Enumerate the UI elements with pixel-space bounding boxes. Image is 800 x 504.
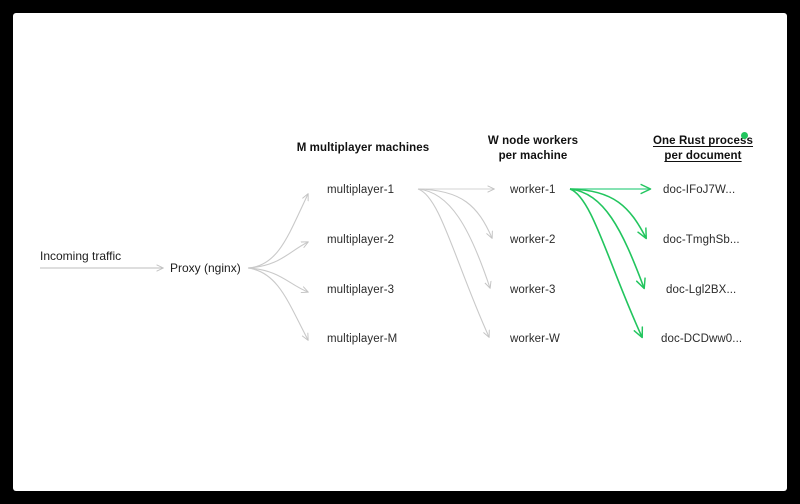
diagram-canvas [13, 13, 787, 491]
node-document-2[interactable]: doc-TmghSb... [663, 234, 740, 246]
edge-multiplayer-to-worker-3 [417, 188, 490, 288]
edge-worker-to-doc-4 [569, 188, 642, 337]
proxy-node-label: Proxy (nginx) [170, 261, 241, 275]
column-header-workers: W node workers per machine [463, 134, 603, 164]
column-header-workers-line-2: per machine [498, 150, 568, 162]
node-multiplayer-2[interactable]: multiplayer-2 [327, 234, 395, 246]
node-document-1[interactable]: doc-IFoJ7W... [663, 184, 736, 196]
node-multiplayer-M[interactable]: multiplayer-M [327, 333, 398, 345]
incoming-traffic-label: Incoming traffic [40, 249, 122, 263]
node-multiplayer-1[interactable]: multiplayer-1 [327, 184, 395, 196]
column-header-documents: One Rust process per document [628, 134, 778, 164]
edge-worker-to-doc-2 [569, 188, 646, 238]
edge-proxy-to-multiplayer-1 [247, 194, 308, 269]
edge-proxy-to-multiplayer-2 [247, 242, 308, 269]
node-document-4[interactable]: doc-DCDww0... [661, 333, 743, 345]
column-header-documents-line-2: per document [664, 150, 742, 162]
node-worker-1[interactable]: worker-1 [510, 184, 556, 196]
edge-multiplayer-to-worker-W [417, 188, 489, 337]
column-header-multiplayer-line-1: M multiplayer machines [296, 142, 430, 154]
column-header-documents-line-1: One Rust process [652, 135, 754, 147]
node-worker-3[interactable]: worker-3 [510, 284, 556, 296]
column-header-multiplayer: M multiplayer machines [258, 141, 468, 156]
column-header-workers-line-1: W node workers [487, 135, 579, 147]
node-document-3[interactable]: doc-Lgl2BX... [666, 284, 737, 296]
node-multiplayer-3[interactable]: multiplayer-3 [327, 284, 395, 296]
green-accent-dot [741, 132, 748, 139]
node-worker-W[interactable]: worker-W [510, 333, 560, 345]
edge-proxy-to-multiplayer-3 [247, 267, 308, 292]
node-worker-2[interactable]: worker-2 [510, 234, 556, 246]
edge-worker-to-doc-3 [569, 188, 644, 288]
edge-proxy-to-multiplayer-M [247, 267, 308, 340]
edge-multiplayer-to-worker-2 [417, 188, 492, 238]
